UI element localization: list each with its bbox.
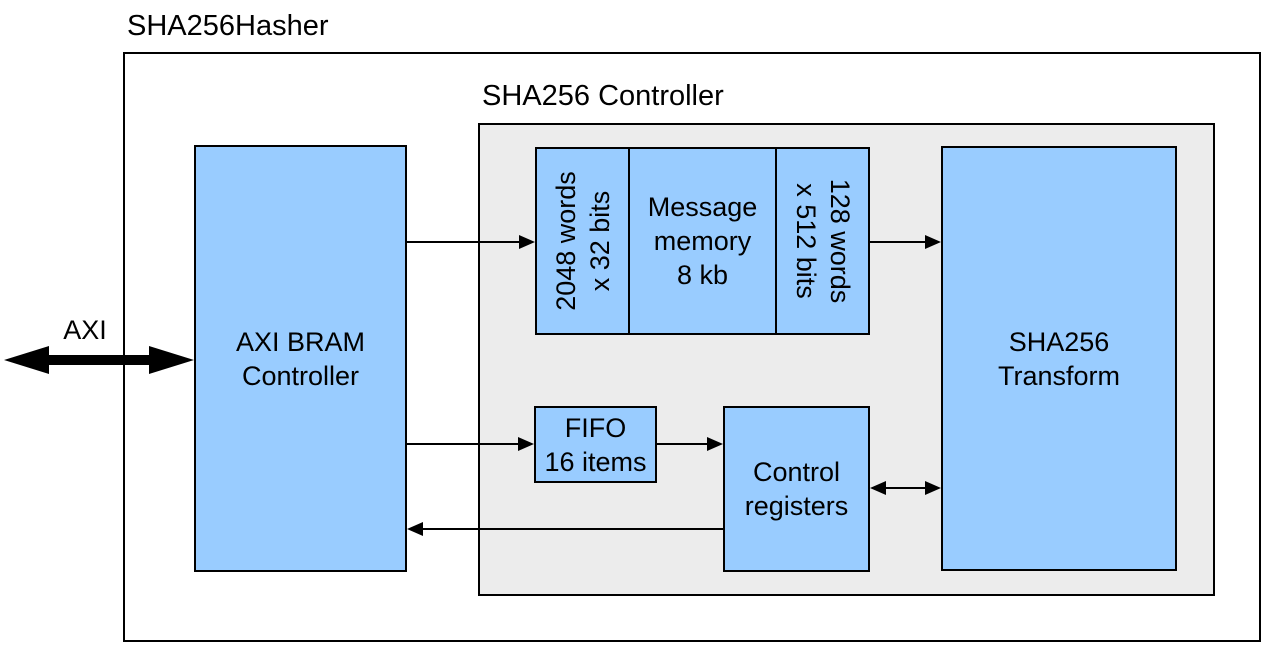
arrow-line bbox=[870, 241, 927, 243]
block-axi-bram-controller: AXI BRAM Controller bbox=[194, 145, 407, 572]
rotated-label-line: 2048 words bbox=[550, 171, 581, 311]
rotated-label-line: x 32 bits bbox=[584, 190, 615, 292]
arrow-head-left bbox=[4, 346, 49, 374]
block-label-line: AXI BRAM bbox=[235, 326, 366, 357]
arrow-head-left bbox=[870, 481, 886, 495]
block-control-registers: Control registers bbox=[723, 406, 870, 572]
rotated-label-line: x 512 bits bbox=[790, 183, 821, 299]
arrow-head-left bbox=[407, 522, 423, 536]
cell-2048-words: 2048 words x 32 bits bbox=[537, 149, 628, 333]
rotated-label-128-words: 128 words x 512 bits bbox=[789, 149, 857, 333]
arrow-line bbox=[884, 487, 927, 489]
arrow-shaft bbox=[44, 355, 154, 365]
block-label-line: Controller bbox=[241, 360, 360, 391]
cell-128-words: 128 words x 512 bits bbox=[775, 149, 868, 333]
arrow-line bbox=[657, 443, 709, 445]
arrow-head-right bbox=[519, 235, 535, 249]
block-label-line: SHA256 bbox=[1008, 326, 1110, 357]
block-message-memory: 2048 words x 32 bits Message memory 8 kb… bbox=[535, 147, 870, 335]
block-label-line: Control bbox=[752, 457, 841, 487]
block-sha256-transform: SHA256 Transform bbox=[941, 146, 1177, 571]
panel-title: SHA256 Controller bbox=[482, 80, 724, 112]
diagram-title: SHA256Hasher bbox=[127, 10, 329, 42]
block-label-line: memory bbox=[653, 226, 752, 256]
block-label-line: Message bbox=[647, 192, 758, 222]
arrow-line bbox=[407, 241, 521, 243]
cell-message-memory: Message memory 8 kb bbox=[628, 149, 775, 333]
rotated-label-line: 128 words bbox=[824, 178, 855, 304]
arrow-line bbox=[421, 528, 723, 530]
arrow-line bbox=[407, 443, 520, 445]
block-label-line: 8 kb bbox=[676, 260, 729, 290]
block-fifo: FIFO 16 items bbox=[534, 406, 657, 483]
arrow-head-right bbox=[925, 481, 941, 495]
arrow-head-right bbox=[707, 437, 723, 451]
block-label-line: FIFO bbox=[564, 412, 627, 443]
sha256hasher-boundary bbox=[123, 52, 1261, 642]
block-label-line: registers bbox=[744, 491, 849, 521]
arrow-head-right bbox=[518, 437, 534, 451]
arrow-head-right bbox=[149, 346, 194, 374]
arrow-head-right bbox=[925, 235, 941, 249]
block-label-line: Transform bbox=[997, 360, 1120, 391]
axi-bus-label: AXI bbox=[63, 315, 107, 345]
block-label-line: 16 items bbox=[544, 446, 647, 477]
rotated-label-2048-words: 2048 words x 32 bits bbox=[549, 149, 617, 333]
